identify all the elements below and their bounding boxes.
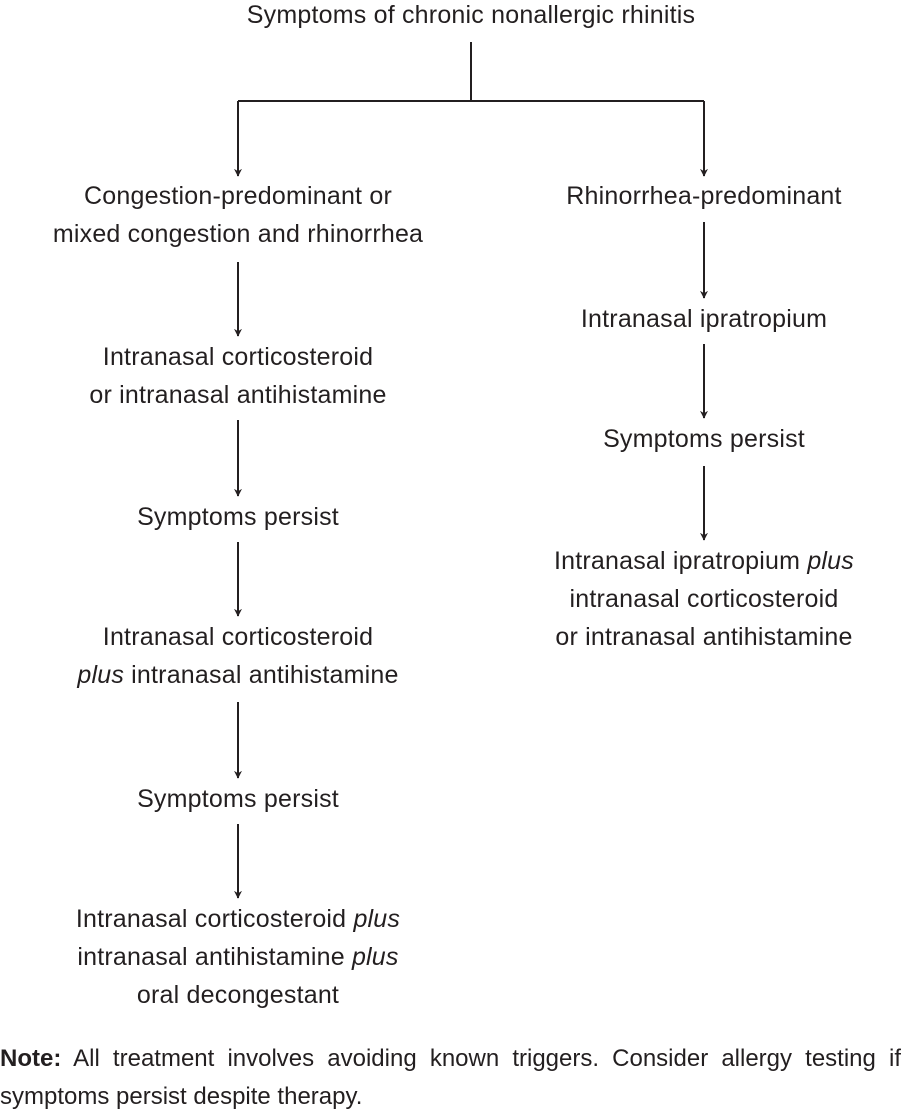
congestion-category-line-2: mixed congestion and rhinorrhea xyxy=(52,220,424,248)
footnote: Note: All treatment involves avoiding kn… xyxy=(0,1040,901,1113)
congestion-category-node: Congestion-predominant or mixed congesti… xyxy=(18,177,458,253)
left-step-3-line-1-text: Intranasal corticosteroid xyxy=(75,905,354,933)
left-step-3-line-3: oral decongestant xyxy=(136,981,340,1009)
right-persist-1-node: Symptoms persist xyxy=(494,420,901,458)
rhinorrhea-category-node: Rhinorrhea-predominant xyxy=(494,177,901,215)
left-persist-1-text: Symptoms persist xyxy=(137,503,339,531)
right-step-2-node: Intranasal ipratropium plus intranasal c… xyxy=(494,542,901,656)
footnote-label: Note: xyxy=(0,1045,62,1072)
right-step-1-text: Intranasal ipratropium xyxy=(580,305,828,333)
root-text: Symptoms of chronic nonallergic rhinitis xyxy=(246,1,696,29)
left-step-2-node: Intranasal corticosteroid plus intranasa… xyxy=(18,618,458,694)
right-step-1-node: Intranasal ipratropium xyxy=(494,300,901,338)
left-persist-1-node: Symptoms persist xyxy=(18,498,458,536)
footnote-text: All treatment involves avoiding known tr… xyxy=(0,1045,901,1110)
plus-italic: plus xyxy=(351,943,399,971)
right-step-2-line-3: or intranasal antihistamine xyxy=(555,623,853,651)
congestion-category-line-1: Congestion-predominant or xyxy=(84,182,392,210)
left-step-3-line-2-text: intranasal antihistamine xyxy=(77,943,352,971)
plus-italic: plus xyxy=(807,547,854,575)
left-step-2-line-2-rest: intranasal antihistamine xyxy=(124,661,399,689)
plus-italic: plus xyxy=(353,905,401,933)
left-step-1-line-2: or intranasal antihistamine xyxy=(89,381,387,409)
right-persist-1-text: Symptoms persist xyxy=(603,425,805,453)
left-step-2-line-2: plus intranasal antihistamine xyxy=(18,656,458,694)
plus-italic: plus xyxy=(77,661,125,689)
root-node: Symptoms of chronic nonallergic rhinitis xyxy=(171,0,771,34)
left-persist-2-text: Symptoms persist xyxy=(137,785,339,813)
left-step-2-line-1: Intranasal corticosteroid xyxy=(102,623,374,651)
rhinorrhea-category-text: Rhinorrhea-predominant xyxy=(566,182,842,210)
right-step-2-line-1: Intranasal ipratropium plus xyxy=(494,542,901,580)
right-step-2-line-2: intranasal corticosteroid xyxy=(569,585,839,613)
right-step-2-line-1-text: Intranasal ipratropium xyxy=(553,547,808,575)
left-step-1-node: Intranasal corticosteroid or intranasal … xyxy=(18,338,458,414)
left-step-1-line-1: Intranasal corticosteroid xyxy=(102,343,374,371)
left-persist-2-node: Symptoms persist xyxy=(18,780,458,818)
left-step-3-line-2: intranasal antihistamine plus xyxy=(18,938,458,976)
left-step-3-line-1: Intranasal corticosteroid plus xyxy=(18,900,458,938)
left-step-3-node: Intranasal corticosteroid plus intranasa… xyxy=(18,900,458,1014)
connector-layer xyxy=(234,42,708,899)
